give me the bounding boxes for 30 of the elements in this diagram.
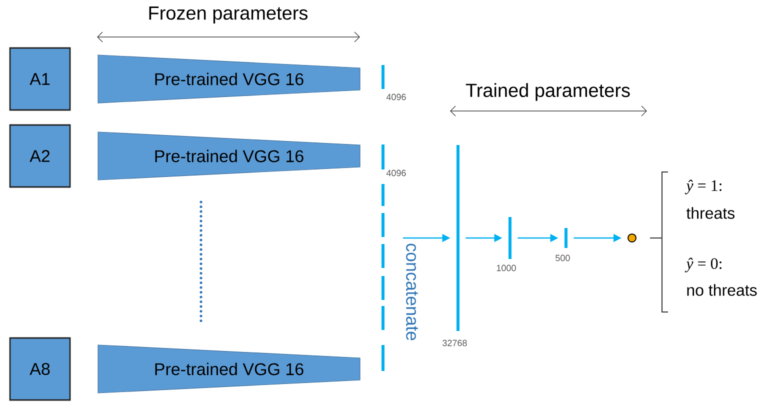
output-dot [628, 234, 636, 242]
feature-bar [382, 213, 384, 237]
network-block: Pre-trained VGG 16 [98, 54, 360, 104]
network-block: Pre-trained VGG 16 [98, 132, 360, 180]
size-label: 4096 [386, 94, 406, 100]
input-box: A8 [9, 337, 71, 401]
feature-bar [508, 217, 512, 259]
feature-bar [382, 306, 384, 330]
heading: Frozen parameters [149, 6, 308, 24]
input-box: A2 [9, 124, 71, 188]
feature-bar [564, 228, 568, 248]
output-label: ŷ = 1: [684, 180, 722, 194]
size-label: 32768 [442, 340, 467, 346]
feature-bar [382, 276, 384, 300]
output-label: ŷ = 0: [684, 258, 722, 272]
feature-bar [382, 244, 384, 268]
input-box: A1 [9, 47, 71, 111]
feature-bar [382, 184, 384, 206]
heading: Trained parameters [466, 83, 630, 101]
feature-bar [382, 65, 384, 89]
size-label: 4096 [386, 170, 406, 176]
feature-bar [382, 345, 384, 371]
network-block: Pre-trained VGG 16 [98, 344, 360, 394]
size-label: 500 [556, 254, 570, 262]
output-label: threats [686, 207, 735, 219]
feature-bar [456, 145, 460, 331]
output-label: no threats [687, 284, 757, 296]
edge-label: concatenate [405, 242, 419, 342]
size-label: 1000 [496, 264, 516, 272]
feature-bar [382, 144, 384, 170]
